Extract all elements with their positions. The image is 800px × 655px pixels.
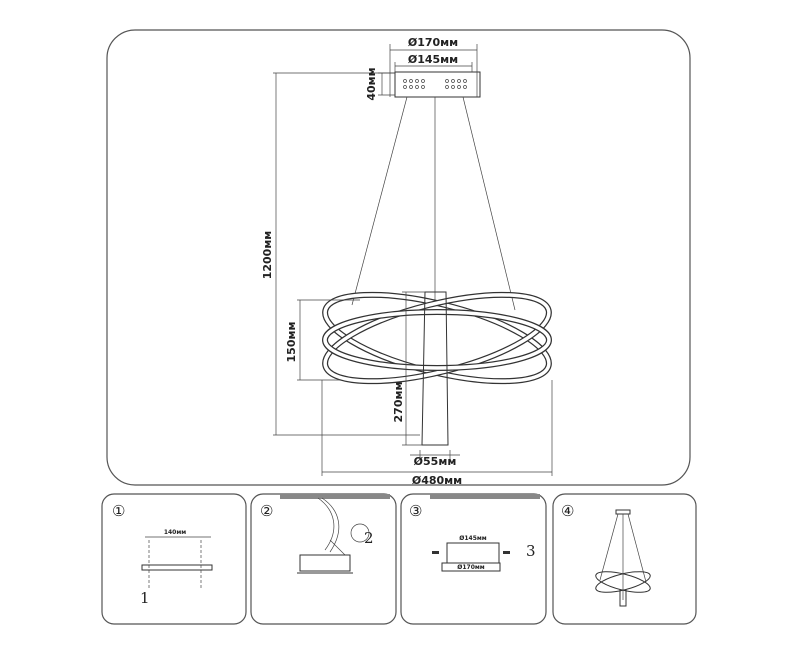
step-number: ② — [260, 502, 273, 520]
step-3-panel: ③ Ø145мм Ø170мм 3 — [400, 493, 547, 625]
inner-diameter: Ø145мм — [459, 535, 487, 542]
step-4-panel: ④ — [552, 493, 697, 625]
canopy-inner-diameter: Ø145мм — [408, 53, 458, 66]
callout: 3 — [526, 542, 536, 560]
step-2-panel: ② 2 — [250, 493, 397, 625]
tube-height: 270мм — [392, 382, 405, 423]
outer-diameter: Ø170мм — [457, 564, 485, 571]
step-number: ④ — [561, 502, 574, 520]
light-rings — [322, 291, 552, 385]
tube-diameter: Ø55мм — [414, 455, 457, 468]
canopy — [394, 71, 481, 98]
ring-dimension-lines — [297, 291, 553, 476]
bracket-width: 140мм — [164, 529, 186, 536]
ring-diameter: Ø480мм — [412, 474, 462, 487]
total-height: 1200мм — [261, 231, 274, 280]
step-number: ③ — [409, 502, 422, 520]
canopy-height: 40мм — [365, 67, 378, 100]
callout: 2 — [364, 529, 374, 547]
step-1-panel: ① 140мм 1 — [101, 493, 247, 625]
canopy-outer-diameter: Ø170мм — [408, 36, 458, 49]
suspension-cables — [351, 96, 516, 311]
central-tube — [421, 291, 449, 446]
canopy-dimension-lines — [273, 44, 478, 436]
callout: 1 — [140, 589, 150, 607]
step-number: ① — [112, 502, 125, 520]
ring-height: 150мм — [285, 322, 298, 363]
